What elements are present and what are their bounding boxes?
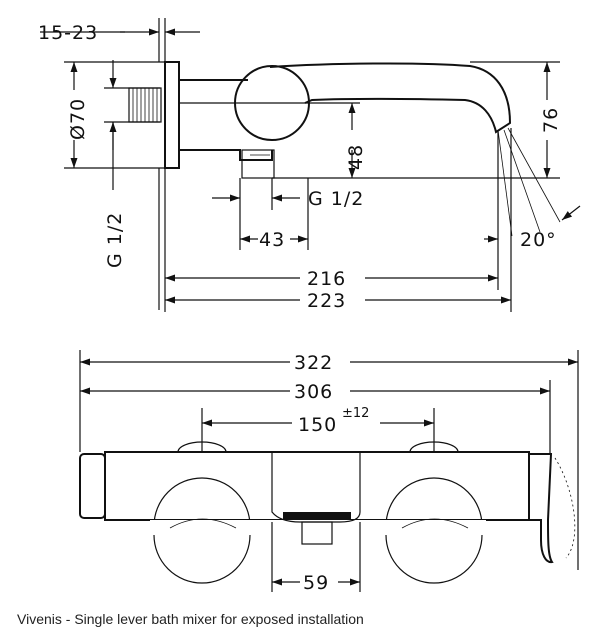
mixer-body-front: [104, 451, 530, 521]
outlet-nozzle: [301, 521, 333, 545]
diverter-knob: [241, 149, 275, 179]
dim-g-half-mid: G 1/2: [308, 188, 364, 210]
dim-150: 150: [298, 414, 337, 436]
front-view: 322 306 150 ±12 59: [79, 350, 579, 594]
dim-59: 59: [303, 572, 329, 594]
dim-48: 48: [345, 144, 367, 170]
dim-306: 306: [294, 381, 333, 403]
side-view: 15-23 Ø70 G 1/2 48 76 G 1/2: [38, 18, 581, 312]
dim-43: 43: [259, 229, 285, 251]
wall-plate: [164, 61, 180, 169]
mixer-body-side: [179, 79, 273, 161]
dim-angle-20: 20°: [520, 229, 557, 251]
spray: [497, 127, 561, 237]
dim-76: 76: [540, 107, 562, 133]
dim-15-23: 15-23: [38, 22, 98, 44]
dim-g-half-left: G 1/2: [104, 212, 126, 268]
dim-d70: Ø70: [67, 98, 89, 140]
left-end-cap: [79, 453, 106, 519]
lever-handle: [529, 453, 554, 564]
dim-322: 322: [294, 352, 333, 374]
center-outlet: [271, 452, 361, 523]
dim-223: 223: [307, 290, 346, 312]
dim-150-tolerance: ±12: [342, 406, 369, 421]
dim-216: 216: [307, 268, 346, 290]
spout: [269, 62, 512, 134]
caption: Vivenis - Single lever bath mixer for ex…: [17, 611, 364, 627]
